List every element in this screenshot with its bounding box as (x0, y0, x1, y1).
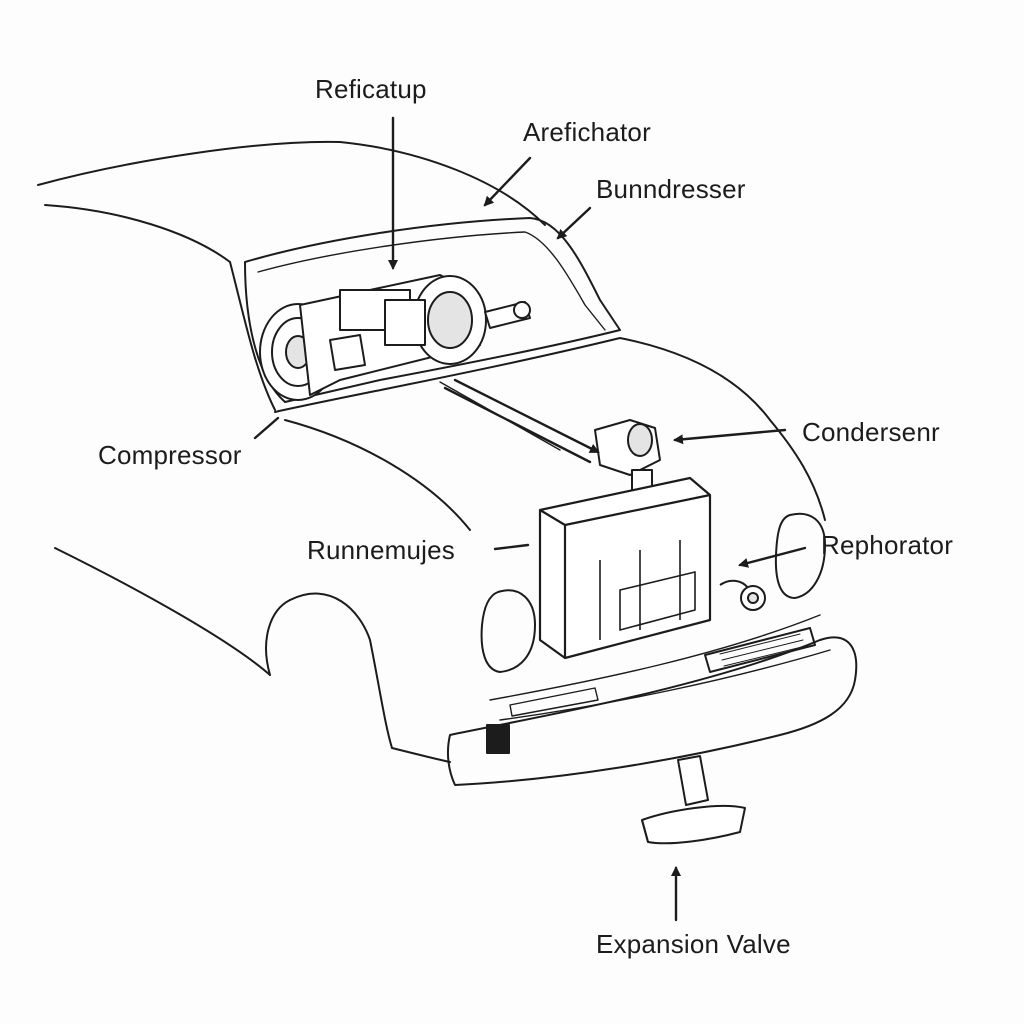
expansion-valve-part (641, 755, 746, 845)
arrow-arefichator (483, 156, 532, 207)
label-runnemujes: Runnemujes (307, 535, 455, 565)
bumper-grille (704, 627, 816, 673)
arrow-rephorator (738, 546, 807, 568)
label-condenser: Condersenr (802, 417, 940, 447)
windshield-inner (257, 231, 606, 331)
left-headlight (480, 589, 536, 673)
car-front-bumper (446, 636, 858, 786)
car-roof-inner-line (44, 204, 231, 263)
line-compressor (253, 416, 280, 440)
small-black-part (486, 724, 510, 754)
right-headlight (774, 512, 826, 599)
car-wheel-arch (289, 592, 393, 749)
bumper-slot (509, 687, 599, 717)
label-arefichator: Arefichator (523, 117, 651, 147)
arrow-bunndresser (556, 206, 592, 240)
compressor-assembly (259, 274, 531, 401)
label-compressor: Compressor (98, 440, 242, 470)
label-expansion-valve: Expansion Valve (596, 929, 791, 959)
label-bunndresser: Bunndresser (596, 174, 746, 204)
car-body-side-curve (265, 599, 291, 676)
car-roof-line (37, 140, 546, 226)
car-body-side (54, 547, 271, 676)
double-line-to-box (443, 378, 598, 464)
car-bumper-line (489, 614, 821, 701)
car-hood (274, 337, 826, 521)
car-rocker (391, 747, 451, 763)
car-side-line-upper (229, 261, 276, 411)
label-rephorator: Rephorator (821, 530, 954, 560)
label-reficatup: Reficatup (315, 74, 427, 104)
hose-fitting (719, 579, 766, 611)
car-bumper-line-2 (499, 649, 831, 721)
main-box-component (538, 476, 712, 660)
arrow-condensenr (673, 428, 787, 445)
line-runnemujes (493, 543, 530, 551)
car-hood-crease (284, 419, 471, 531)
